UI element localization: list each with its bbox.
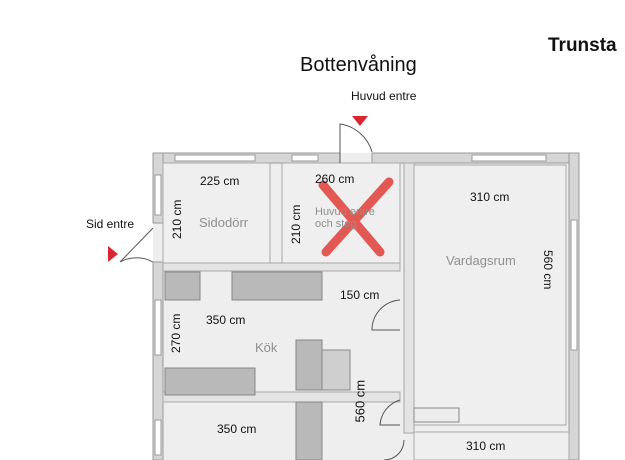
page-title: Bottenvåning bbox=[300, 54, 417, 76]
vardagsrum-height: 560 cm bbox=[541, 250, 555, 290]
side-entrance-label: Sid entre bbox=[86, 217, 135, 231]
hall-width: 150 cm bbox=[340, 288, 380, 302]
sidodorr-name: Sidodörr bbox=[199, 215, 249, 230]
corridor-height: 560 cm bbox=[352, 379, 368, 423]
lower-left-width: 350 cm bbox=[217, 422, 257, 436]
main-entrance-marker bbox=[352, 116, 368, 126]
entre-name-line1: Huvud entre bbox=[315, 206, 375, 218]
windows bbox=[154, 154, 578, 456]
kok-name: Kök bbox=[255, 340, 278, 355]
side-entrance-marker bbox=[108, 246, 118, 262]
lower-right-width: 310 cm bbox=[466, 439, 506, 453]
entre-width: 260 cm bbox=[315, 172, 355, 186]
sidodorr-width: 225 cm bbox=[200, 174, 240, 188]
entre-name-line2: och steg bbox=[315, 218, 357, 230]
kok-width: 350 cm bbox=[206, 313, 246, 327]
kok-height: 270 cm bbox=[169, 313, 183, 353]
interior-walls bbox=[162, 162, 570, 460]
furniture bbox=[164, 271, 460, 460]
entre-height: 210 cm bbox=[289, 204, 303, 244]
vardagsrum-width: 310 cm bbox=[470, 190, 510, 204]
vardagsrum-name: Vardagsrum bbox=[446, 253, 516, 268]
crossed-out-mark bbox=[318, 177, 394, 257]
sidodorr-height: 210 cm bbox=[170, 199, 184, 239]
brand-name: Trunsta bbox=[548, 35, 617, 56]
main-entrance-label: Huvud entre bbox=[351, 89, 417, 103]
